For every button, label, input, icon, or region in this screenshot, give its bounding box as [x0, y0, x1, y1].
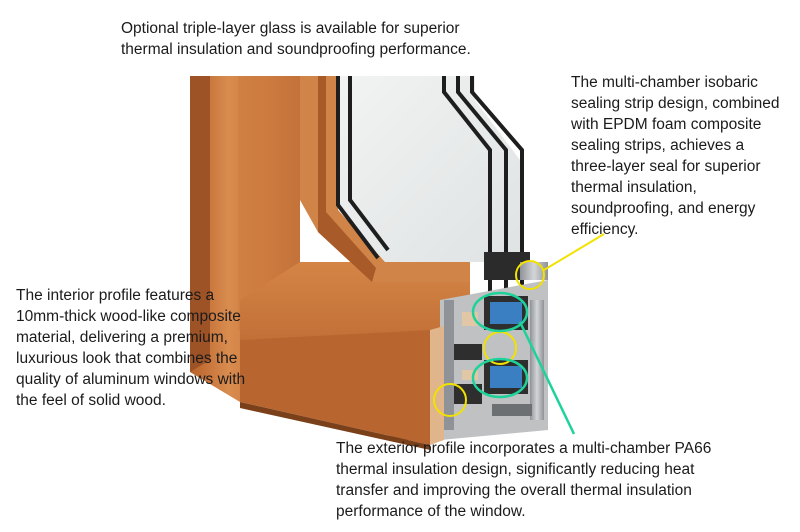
- frame-bottom-rail-edge: [240, 402, 430, 450]
- callout-line-seal: [543, 233, 605, 271]
- rail-cut-face: [430, 326, 444, 445]
- sash-frame-shadow: [318, 76, 376, 282]
- callout-ellipse-top: [471, 291, 529, 333]
- callout-line-exterior: [518, 321, 576, 435]
- caption-sealing-strip: The multi-chamber isobaric sealing strip…: [571, 74, 780, 238]
- callout-circle-seal: [515, 260, 545, 290]
- cross-section-details: [444, 296, 544, 430]
- callout-ellipse-bottom: [471, 357, 529, 399]
- callout-green: [471, 291, 576, 435]
- caption-triple-glass: Optional triple-layer glass is available…: [121, 20, 471, 58]
- frame-stile-bevel: [190, 76, 210, 372]
- caption-interior-profile: The interior profile features a 10mm-thi…: [16, 287, 246, 409]
- caption-exterior-profile: The exterior profile incorporates a mult…: [336, 440, 712, 520]
- frame-bottom-rail-front: [240, 330, 430, 445]
- callout-circle-bottom: [433, 383, 467, 417]
- glass-pane: [338, 76, 520, 262]
- triple-glass-edges: [336, 76, 524, 300]
